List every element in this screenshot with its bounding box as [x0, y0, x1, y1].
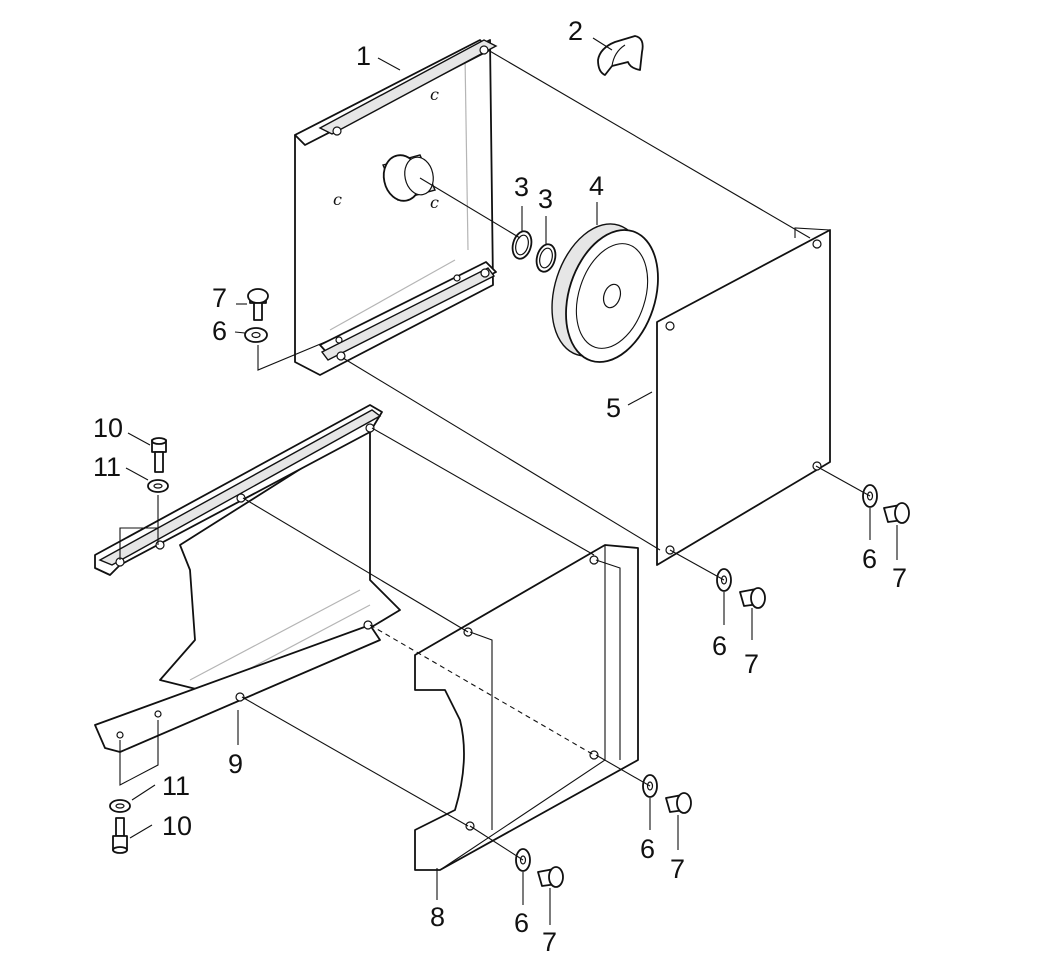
plate-mark-1: c [430, 85, 439, 104]
part-5-cover-plate [656, 227, 831, 566]
callout-10b: 10 [162, 811, 192, 841]
assembly-line-left [257, 339, 331, 371]
callout-6c: 6 [712, 631, 727, 661]
callout-6a: 6 [212, 316, 227, 346]
fastener-set-front-left [469, 825, 564, 925]
callout-8: 8 [430, 902, 445, 932]
fastener-set-upper-left [244, 288, 269, 343]
part-9-bracket [94, 404, 401, 753]
fastener-set-cover-right [815, 465, 910, 560]
callout-5: 5 [606, 393, 621, 423]
part-3-retaining-rings [511, 206, 557, 273]
callout-7a: 7 [212, 283, 227, 313]
pulley-axis-line [419, 177, 521, 239]
callout-6b: 6 [862, 544, 877, 574]
callout-3b: 3 [538, 184, 553, 214]
callout-7e: 7 [542, 927, 557, 957]
callout-11a: 11 [93, 452, 121, 482]
callout-9: 9 [228, 749, 243, 779]
callout-3a: 3 [514, 172, 529, 202]
fastener-set-cover-left [669, 549, 766, 640]
part-4-pulley [551, 202, 659, 363]
part-8-front-plate [414, 544, 639, 900]
assembly-line-9b [242, 497, 469, 633]
callout-2: 2 [568, 16, 583, 46]
callout-11b: 11 [162, 771, 190, 801]
assembly-line-9e [469, 631, 493, 830]
callout-10a: 10 [93, 413, 123, 443]
callout-6d: 6 [640, 834, 655, 864]
callout-7b: 7 [892, 563, 907, 593]
assembly-line-9a [371, 427, 595, 556]
assembly-line-top [487, 49, 811, 239]
fastener-set-front-right [595, 754, 692, 850]
part-2-clip [592, 35, 644, 76]
plate-mark-3: c [430, 193, 439, 212]
assembly-line-9f [595, 559, 621, 760]
callout-6e: 6 [514, 908, 529, 938]
callout-7c: 7 [744, 649, 759, 679]
assembly-line-9d [241, 696, 469, 827]
plate-mark-2: c [333, 190, 342, 209]
callout-1: 1 [356, 41, 371, 71]
assembly-line-9c [369, 624, 595, 756]
assembly-line-bottom [342, 357, 661, 551]
fastener-set-bracket-bottom [109, 720, 159, 854]
callout-4: 4 [589, 171, 604, 201]
callout-7d: 7 [670, 854, 685, 884]
part-1-mounting-plate: c c c [294, 39, 498, 376]
fastener-set-bracket-top [119, 437, 169, 560]
